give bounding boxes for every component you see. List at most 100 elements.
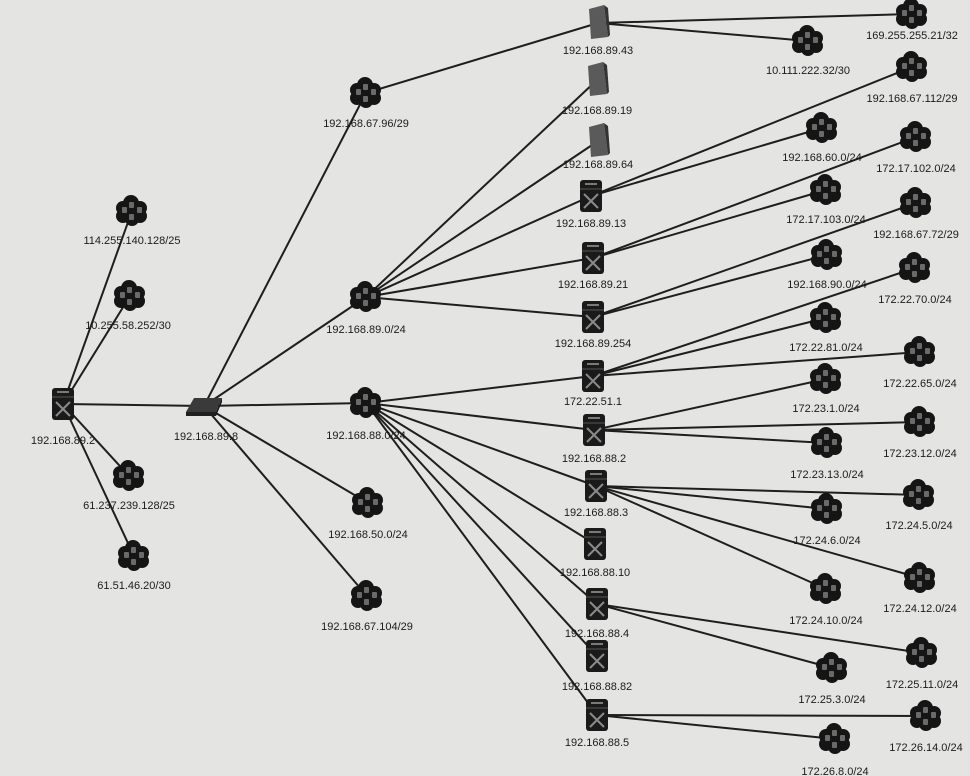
- network-cloud-icon: [896, 51, 927, 82]
- device-icon: [588, 62, 609, 96]
- node-192-168-89-21[interactable]: 192.168.89.21: [558, 242, 628, 291]
- node-192-168-88-4[interactable]: 192.168.88.4: [565, 588, 629, 640]
- node-172-17-102-0-24[interactable]: 172.17.102.0/24: [876, 121, 956, 175]
- link-192-168-89-254-to-192-168-90-0-24: [592, 254, 828, 318]
- link-192-168-89-43-to-10-111-222-32-30: [597, 22, 809, 42]
- link-192-168-88-0-24-to-192-168-88-2: [365, 402, 595, 431]
- link-192-168-89-21-to-172-17-103-0-24: [592, 189, 827, 259]
- node-192-168-67-72-29[interactable]: 192.168.67.72/29: [873, 187, 959, 241]
- node-label: 192.168.88.0/24: [326, 430, 406, 442]
- link-192-168-67-96-29-to-192-168-89-43: [365, 22, 599, 94]
- node-label: 172.22.70.0/24: [878, 294, 951, 306]
- node-label: 61.51.46.20/30: [97, 580, 170, 592]
- node-label: 172.23.12.0/24: [883, 448, 956, 460]
- node-172-25-11-0-24[interactable]: 172.25.11.0/24: [886, 637, 959, 691]
- node-192-168-67-96-29[interactable]: 192.168.67.96/29: [323, 77, 409, 130]
- link-192-168-89-2-to-114-255-140-128-25: [62, 210, 133, 405]
- link-192-168-89-0-24-to-192-168-89-19: [365, 79, 598, 298]
- node-192-168-89-0-24[interactable]: 192.168.89.0/24: [326, 281, 406, 336]
- node-label: 61.237.239.128/25: [83, 500, 175, 512]
- node-192-168-89-19[interactable]: 192.168.89.19: [562, 62, 632, 117]
- link-layer: [62, 13, 927, 740]
- node-192-168-50-0-24[interactable]: 192.168.50.0/24: [328, 487, 408, 541]
- switch-icon: [186, 398, 222, 416]
- node-label: 192.168.89.64: [563, 159, 633, 171]
- link-192-168-88-2-to-172-23-13-0-24: [593, 429, 828, 444]
- node-192-168-88-0-24[interactable]: 192.168.88.0/24: [326, 387, 406, 442]
- node-114-255-140-128-25[interactable]: 114.255.140.128/25: [83, 195, 181, 247]
- node-192-168-89-2[interactable]: 192.168.89.2: [31, 388, 95, 447]
- link-192-168-88-3-to-172-24-12-0-24: [595, 485, 921, 579]
- node-172-23-1-0-24[interactable]: 172.23.1.0/24: [792, 363, 860, 415]
- node-192-168-67-104-29[interactable]: 192.168.67.104/29: [321, 580, 413, 633]
- network-cloud-icon: [810, 302, 841, 333]
- node-172-26-14-0-24[interactable]: 172.26.14.0/24: [889, 700, 963, 754]
- node-label: 192.168.88.82: [562, 681, 632, 693]
- node-172-26-8-0-24[interactable]: 172.26.8.0/24: [801, 723, 869, 776]
- router-icon: [582, 242, 604, 274]
- node-192-168-90-0-24[interactable]: 192.168.90.0/24: [787, 239, 867, 291]
- network-cloud-icon: [819, 723, 850, 754]
- link-192-168-89-8-to-192-168-89-0-24: [203, 296, 367, 407]
- link-192-168-88-0-24-to-192-168-88-82: [365, 402, 598, 657]
- node-192-168-88-82[interactable]: 192.168.88.82: [562, 640, 632, 693]
- link-192-168-89-2-to-192-168-89-8: [62, 403, 205, 407]
- link-192-168-88-3-to-172-24-6-0-24: [595, 485, 828, 510]
- node-label: 192.168.67.72/29: [873, 229, 959, 241]
- node-172-25-3-0-24[interactable]: 172.25.3.0/24: [798, 652, 866, 706]
- link-172-22-51-1-to-172-22-70-0-24: [592, 267, 916, 377]
- node-192-168-89-254[interactable]: 192.168.89.254: [555, 301, 631, 350]
- node-172-24-10-0-24[interactable]: 172.24.10.0/24: [789, 573, 863, 627]
- network-cloud-icon: [114, 280, 145, 311]
- node-61-237-239-128-25[interactable]: 61.237.239.128/25: [83, 460, 175, 512]
- node-192-168-89-43[interactable]: 192.168.89.43: [563, 5, 633, 57]
- network-cloud-icon: [811, 239, 842, 270]
- node-172-24-12-0-24[interactable]: 172.24.12.0/24: [883, 562, 957, 615]
- node-10-255-58-252-30[interactable]: 10.255.58.252/30: [85, 280, 171, 332]
- router-icon: [586, 640, 608, 672]
- device-icon: [589, 123, 610, 157]
- network-cloud-icon: [896, 0, 927, 29]
- node-192-168-89-13[interactable]: 192.168.89.13: [556, 180, 626, 230]
- network-cloud-icon: [904, 562, 935, 593]
- node-192-168-60-0-24[interactable]: 192.168.60.0/24: [782, 112, 862, 164]
- node-label: 192.168.88.4: [565, 628, 629, 640]
- node-172-23-13-0-24[interactable]: 172.23.13.0/24: [790, 427, 864, 481]
- network-cloud-icon: [900, 121, 931, 152]
- node-169-255-255-21-32[interactable]: 169.255.255.21/32: [866, 0, 958, 42]
- network-cloud-icon: [810, 573, 841, 604]
- node-label: 172.26.8.0/24: [801, 766, 868, 776]
- node-192-168-89-8[interactable]: 192.168.89.8: [174, 398, 238, 443]
- link-192-168-88-0-24-to-172-22-51-1: [365, 375, 594, 404]
- node-label: 172.23.1.0/24: [792, 403, 859, 415]
- node-172-17-103-0-24[interactable]: 172.17.103.0/24: [786, 174, 866, 226]
- node-192-168-89-64[interactable]: 192.168.89.64: [563, 123, 633, 171]
- node-172-22-65-0-24[interactable]: 172.22.65.0/24: [883, 336, 957, 390]
- node-label: 172.22.51.1: [564, 396, 622, 408]
- node-172-24-6-0-24[interactable]: 172.24.6.0/24: [793, 493, 861, 547]
- node-192-168-88-2[interactable]: 192.168.88.2: [562, 414, 626, 465]
- node-192-168-88-3[interactable]: 192.168.88.3: [564, 470, 628, 519]
- node-172-24-5-0-24[interactable]: 172.24.5.0/24: [885, 479, 953, 532]
- node-172-23-12-0-24[interactable]: 172.23.12.0/24: [883, 406, 957, 460]
- network-cloud-icon: [904, 406, 935, 437]
- node-label: 172.17.103.0/24: [786, 214, 866, 226]
- node-172-22-81-0-24[interactable]: 172.22.81.0/24: [789, 302, 863, 354]
- node-61-51-46-20-30[interactable]: 61.51.46.20/30: [97, 540, 171, 592]
- node-192-168-88-10[interactable]: 192.168.88.10: [560, 528, 630, 579]
- node-10-111-222-32-30[interactable]: 10.111.222.32/30: [766, 25, 850, 77]
- node-label: 192.168.50.0/24: [328, 529, 408, 541]
- node-192-168-88-5[interactable]: 192.168.88.5: [565, 699, 629, 749]
- node-layer: 192.168.89.2 192.168.89.8 114.255.140.128/…: [31, 0, 963, 776]
- node-172-22-51-1[interactable]: 172.22.51.1: [564, 360, 622, 408]
- router-icon: [586, 588, 608, 620]
- network-cloud-icon: [116, 195, 147, 226]
- link-192-168-88-0-24-to-192-168-88-5: [365, 402, 598, 716]
- link-192-168-88-3-to-172-24-10-0-24: [595, 485, 827, 590]
- network-cloud-icon: [810, 363, 841, 394]
- node-192-168-67-112-29[interactable]: 192.168.67.112/29: [867, 51, 958, 105]
- node-label: 192.168.67.96/29: [323, 118, 409, 130]
- node-172-22-70-0-24[interactable]: 172.22.70.0/24: [878, 252, 952, 306]
- network-cloud-icon: [910, 700, 941, 731]
